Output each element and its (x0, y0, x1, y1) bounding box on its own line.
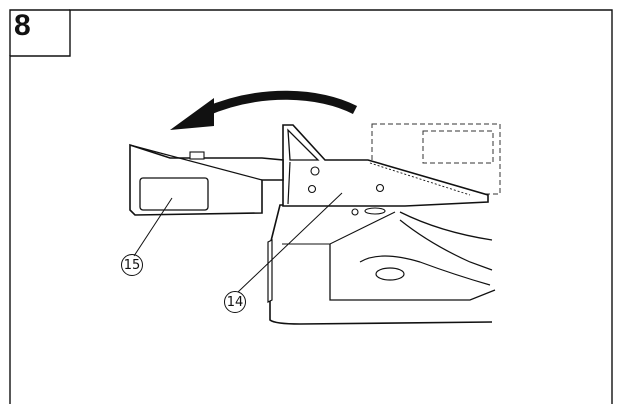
plate-15-top-edge (129, 144, 263, 181)
plate-15-tab (189, 151, 205, 160)
frame-border (9, 9, 613, 404)
callout-part-14: 14 (224, 291, 246, 313)
plate-14-hole-4 (351, 208, 359, 216)
rotation-arrowhead (170, 98, 214, 130)
step-tab-border (9, 9, 70, 56)
callout-part-15: 15 (121, 254, 143, 276)
leader-14 (237, 192, 343, 293)
base-cavity (359, 219, 493, 286)
base-inner-line (282, 211, 396, 245)
plate-14-bevel (287, 161, 291, 205)
original-position-outline (371, 123, 501, 195)
plate-14-hole-2 (307, 184, 317, 194)
leader-15 (133, 197, 173, 257)
original-position-inner (422, 130, 494, 164)
plate-14-triangle (287, 128, 320, 161)
plate-14-slot (364, 207, 386, 215)
base-hole (375, 267, 405, 281)
step-number: 8 (14, 9, 31, 42)
plate-15-window (139, 177, 209, 211)
plate-14-hatch (369, 162, 471, 196)
plate-14-hole-3 (375, 183, 385, 193)
plate-14 (282, 124, 489, 207)
base-side (267, 239, 273, 303)
base-curve (399, 211, 493, 241)
base-body (269, 204, 493, 325)
plate-14-hole-1 (310, 166, 320, 176)
rotation-arrow (203, 90, 358, 117)
base-top-edge (329, 244, 496, 301)
